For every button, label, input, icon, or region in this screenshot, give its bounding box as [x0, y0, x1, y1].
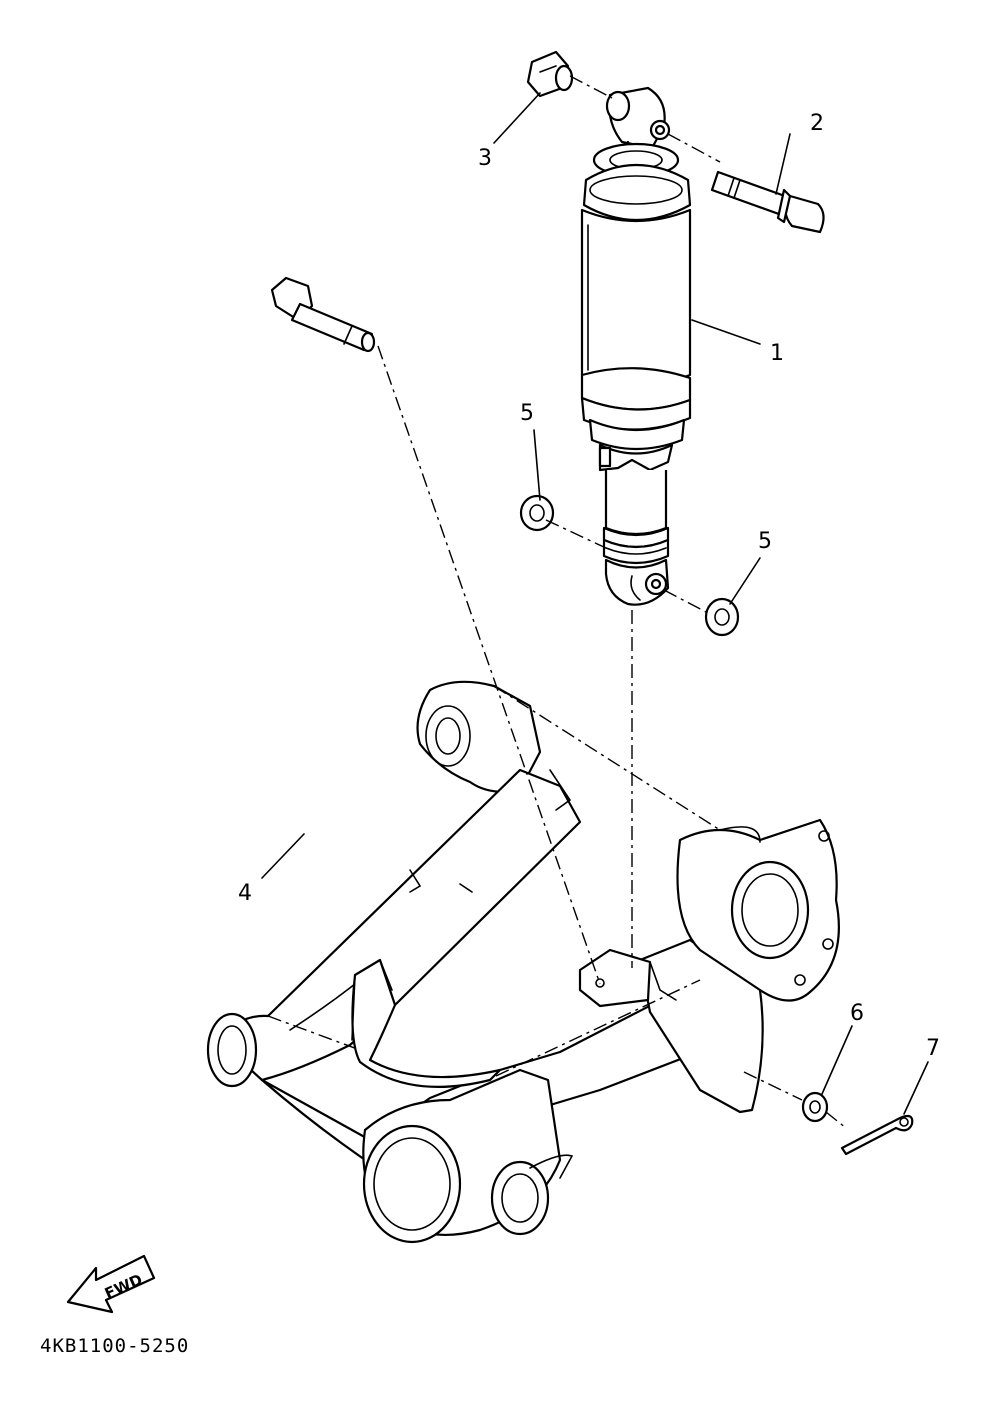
callout-7: 7: [926, 1036, 940, 1061]
nut-upper[interactable]: [526, 50, 574, 98]
fwd-arrow: FWD: [66, 1254, 156, 1314]
leader-lines: [261, 92, 929, 1115]
callout-3: 3: [478, 146, 492, 171]
callout-2: 2: [810, 111, 824, 136]
washer-5a[interactable]: [519, 494, 555, 532]
washer-6[interactable]: [801, 1091, 829, 1123]
callout-5a: 5: [520, 401, 534, 426]
callout-6: 6: [850, 1001, 864, 1026]
callout-5b: 5: [758, 529, 772, 554]
diagram-code: 4KB1100-5250: [40, 1335, 189, 1357]
shock-absorber[interactable]: [580, 86, 692, 606]
assembly-lines: [377, 75, 847, 1129]
swingarm[interactable]: [206, 680, 840, 1244]
cotter-pin[interactable]: [840, 1114, 914, 1156]
callout-1: 1: [770, 341, 784, 366]
callout-4: 4: [238, 881, 252, 906]
callout-labels: 1 2 3 4 5 5 6 7: [238, 111, 940, 1061]
bolt-upper[interactable]: [710, 170, 825, 234]
washer-5b[interactable]: [704, 597, 740, 637]
bolt-pivot[interactable]: [270, 276, 376, 353]
